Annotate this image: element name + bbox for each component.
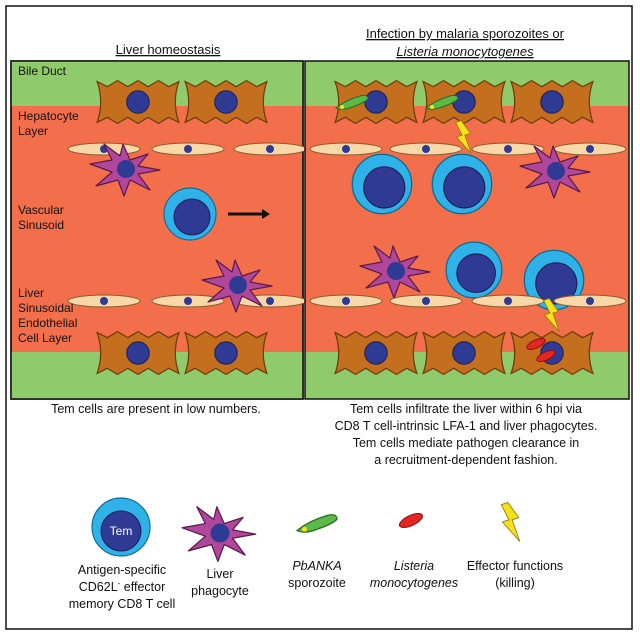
legend-phago-1: Liver — [206, 567, 233, 581]
tem-cell — [163, 187, 217, 241]
label-vascular-1: Vascular — [18, 203, 64, 217]
label-bile-duct: Bile Duct — [18, 64, 67, 78]
outer-border — [5, 5, 633, 630]
legend-lis-2: monocytogenes — [370, 576, 458, 590]
hepatocyte-cell — [422, 330, 506, 376]
endothelial-cell — [553, 294, 627, 308]
endothelial-cell — [151, 142, 225, 156]
caption-right-1: Tem cells infiltrate the liver within 6 … — [350, 402, 582, 416]
label-endo-1: Liver — [18, 286, 44, 300]
label-endo-3: Endothelial — [18, 316, 77, 330]
legend-phagocyte-icon — [181, 506, 257, 563]
endothelial-cell — [389, 294, 463, 308]
tem-cell — [351, 153, 413, 215]
tem-cell — [431, 153, 493, 215]
label-endo-4: Cell Layer — [18, 331, 72, 345]
legend-effector-icon — [500, 502, 521, 542]
endothelial-cell — [471, 142, 545, 156]
right-panel-title-line1: Infection by malaria sporozoites or — [366, 26, 565, 41]
hepatocyte-cell — [184, 330, 268, 376]
caption-left: Tem cells are present in low numbers. — [51, 402, 261, 416]
left-panel-title: Liver homeostasis — [116, 42, 221, 57]
legend-spz-1: PbANKA — [292, 559, 341, 573]
endothelial-cell — [67, 294, 141, 308]
legend-tem-desc-3: memory CD8 T cell — [69, 597, 176, 611]
legend-listeria-icon — [397, 513, 425, 528]
right-panel — [304, 60, 630, 400]
legend-tem-nucleus — [100, 510, 142, 552]
hepatocyte-cell — [184, 79, 268, 125]
legend-tem-desc-1: Antigen-specific — [78, 563, 166, 577]
caption-right-4: a recruitment-dependent fashion. — [374, 453, 557, 467]
legend: Tem Antigen-specific CD62L- effector mem… — [69, 497, 563, 611]
right-panel-title-line2: Listeria monocytogenes — [396, 44, 534, 59]
arrow-head — [262, 209, 270, 219]
legend-spz-2: sporozoite — [288, 576, 346, 590]
caption-right-2: CD8 T cell-intrinsic LFA-1 and liver pha… — [335, 419, 598, 433]
legend-lis-1: Listeria — [394, 559, 434, 573]
hepatocyte-cell — [334, 330, 418, 376]
tem-cell — [445, 241, 503, 299]
endothelial-cell — [233, 142, 307, 156]
hepatocyte-cell — [510, 79, 594, 125]
label-hepatocyte-1: Hepatocyte — [18, 109, 79, 123]
legend-phago-2: phagocyte — [191, 584, 249, 598]
label-endo-2: Sinusoidal — [18, 301, 73, 315]
endothelial-cell — [553, 142, 627, 156]
hepatocyte-cell — [96, 330, 180, 376]
endothelial-cell — [309, 294, 383, 308]
legend-sporozoite-icon — [296, 514, 338, 533]
caption-right-3: Tem cells mediate pathogen clearance in — [353, 436, 580, 450]
endothelial-cell — [309, 142, 383, 156]
legend-eff-1: Effector functions — [467, 559, 563, 573]
legend-tem-label: Tem — [110, 524, 133, 538]
endothelial-cell — [389, 142, 463, 156]
label-vascular-2: Sinusoid — [18, 218, 64, 232]
legend-tem-desc-2: CD62L- effector — [79, 579, 166, 594]
hepatocyte-cell — [96, 79, 180, 125]
legend-eff-2: (killing) — [495, 576, 535, 590]
label-hepatocyte-2: Layer — [18, 124, 48, 138]
left-panel: Bile Duct Hepatocyte Layer Vascular Sinu… — [10, 60, 307, 400]
endothelial-cell — [471, 294, 545, 308]
